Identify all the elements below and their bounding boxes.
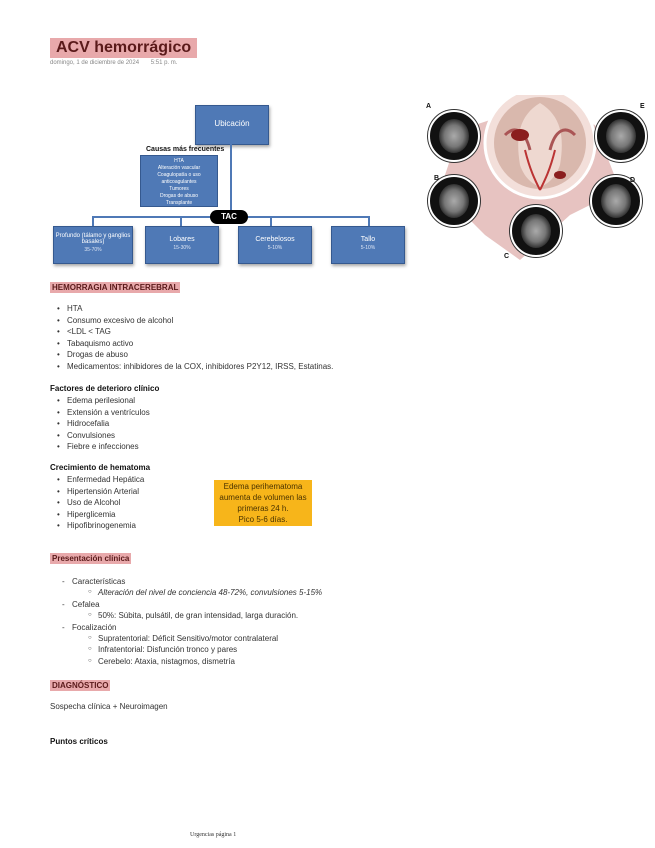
list-item: Hipertensión Arterial bbox=[55, 486, 144, 498]
sub-list: 50%: Súbita, pulsátil, de gran intensida… bbox=[72, 610, 322, 622]
list-item: <LDL < TAG bbox=[55, 326, 333, 338]
page-footer: Urgencias página 1 bbox=[190, 832, 237, 838]
crecimiento-heading: Crecimiento de hematoma bbox=[50, 463, 151, 472]
location-box-tallo: Tallo 5-10% bbox=[331, 226, 405, 264]
list-item: Características Alteración del nivel de … bbox=[62, 576, 322, 599]
list-item: Focalización Supratentorial: Déficit Sen… bbox=[62, 622, 322, 668]
list-item: Hipofibrinogenemia bbox=[55, 520, 144, 532]
sub-list-item: Supratentorial: Déficit Sensitivo/motor … bbox=[88, 633, 322, 645]
list-item: Fiebre e infecciones bbox=[55, 441, 150, 453]
scan-letter-d: D bbox=[630, 177, 636, 184]
puntos-criticos-heading: Puntos críticos bbox=[50, 737, 108, 746]
sub-list-item: Alteración del nivel de conciencia 48-72… bbox=[88, 587, 322, 599]
ct-scan-c bbox=[510, 205, 562, 257]
diagram-connector bbox=[92, 216, 94, 226]
deterioro-list: Edema perilesional Extensión a ventrícul… bbox=[55, 395, 150, 453]
sub-list: Alteración del nivel de conciencia 48-72… bbox=[72, 587, 322, 599]
deterioro-heading: Factores de deterioro clínico bbox=[50, 384, 160, 393]
brain-hemorrhage-figure: A B C D E bbox=[420, 95, 650, 265]
ct-scan-e bbox=[595, 110, 647, 162]
list-item: Convulsiones bbox=[55, 430, 150, 442]
section-presentacion-heading: Presentación clínica bbox=[50, 553, 132, 564]
location-box-cerebelosos: Cerebelosos 5-10% bbox=[238, 226, 312, 264]
causes-title: Causas más frecuentes bbox=[146, 146, 225, 153]
location-pct: 5-10% bbox=[360, 245, 376, 251]
list-item: Hiperglicemia bbox=[55, 509, 144, 521]
location-pct: 5-10% bbox=[267, 245, 283, 251]
location-label: Lobares bbox=[169, 236, 195, 243]
edema-note: Edema perihematoma aumenta de volumen la… bbox=[214, 480, 312, 526]
diagram-connector bbox=[270, 216, 272, 226]
note-line: Pico 5-6 días. bbox=[238, 515, 288, 524]
diagram-connector bbox=[368, 216, 370, 226]
location-box-lobares: Lobares 15-30% bbox=[145, 226, 219, 264]
list-item: Consumo excesivo de alcohol bbox=[55, 315, 333, 327]
list-item: Edema perilesional bbox=[55, 395, 150, 407]
list-item: Cefalea 50%: Súbita, pulsátil, de gran i… bbox=[62, 599, 322, 622]
scan-letter-c: C bbox=[504, 253, 510, 260]
cause-item: Drogas de abuso bbox=[159, 193, 199, 199]
cefalea-label: Cefalea bbox=[72, 599, 100, 609]
cause-item: Alteración vascular bbox=[157, 165, 201, 171]
section-diagnostico-heading: DIAGNÓSTICO bbox=[50, 680, 111, 691]
cause-item: Tumores bbox=[169, 186, 189, 192]
brain-illustration bbox=[440, 95, 620, 260]
list-item: Extensión a ventrículos bbox=[55, 407, 150, 419]
cause-item: Transplante bbox=[165, 200, 193, 206]
sub-list: Supratentorial: Déficit Sensitivo/motor … bbox=[72, 633, 322, 668]
note-line: primeras 24 h. bbox=[237, 504, 289, 513]
location-label: Cerebelosos bbox=[255, 236, 295, 243]
hemorragia-list: HTA Consumo excesivo de alcohol <LDL < T… bbox=[55, 303, 333, 373]
page-meta: domingo, 1 de diciembre de 2024 5:51 p. … bbox=[50, 60, 187, 66]
diagnostico-text: Sospecha clínica + Neuroimagen bbox=[50, 702, 168, 711]
location-pct: 15-30% bbox=[173, 245, 191, 251]
scan-letter-a: A bbox=[426, 103, 432, 110]
scan-letter-e: E bbox=[640, 103, 645, 110]
list-item: Medicamentos: inhibidores de la COX, inh… bbox=[55, 361, 333, 373]
sub-list-item: Infratentorial: Disfunción tronco y pare… bbox=[88, 644, 322, 656]
cause-item: HTA bbox=[174, 158, 184, 164]
scan-letter-b: B bbox=[434, 175, 440, 182]
page-time: 5:51 p. m. bbox=[150, 60, 178, 66]
diagram-connector bbox=[230, 143, 232, 213]
list-item: Hidrocefalia bbox=[55, 418, 150, 430]
list-item: Drogas de abuso bbox=[55, 349, 333, 361]
location-label: Profundo (tálamo y ganglios basales) bbox=[55, 233, 131, 245]
cause-item: Coagulopatía o uso anticoagulantes bbox=[157, 172, 201, 185]
list-item: Uso de Alcohol bbox=[55, 497, 144, 509]
diagram-connector bbox=[180, 216, 182, 226]
focalizacion-label: Focalización bbox=[72, 622, 117, 632]
page-date: domingo, 1 de diciembre de 2024 bbox=[50, 60, 140, 66]
location-top-label: Ubicación bbox=[214, 119, 250, 128]
sub-list-item: Cerebelo: Ataxia, nistagmos, dismetría bbox=[88, 656, 322, 668]
presentacion-list: Características Alteración del nivel de … bbox=[62, 576, 322, 668]
ct-scan-b bbox=[428, 175, 480, 227]
sub-list-item: 50%: Súbita, pulsátil, de gran intensida… bbox=[88, 610, 322, 622]
crecimiento-list: Enfermedad Hepática Hipertensión Arteria… bbox=[55, 474, 144, 532]
list-item: Enfermedad Hepática bbox=[55, 474, 144, 486]
list-item: HTA bbox=[55, 303, 333, 315]
list-item: Tabaquismo activo bbox=[55, 338, 333, 350]
note-line: Edema perihematoma bbox=[223, 482, 303, 491]
causes-box: HTA Alteración vascular Coagulopatía o u… bbox=[140, 155, 218, 207]
page-title: ACV hemorrágico bbox=[50, 38, 198, 58]
ct-scan-a bbox=[428, 110, 480, 162]
location-box-profundo: Profundo (tálamo y ganglios basales) 35-… bbox=[53, 226, 133, 264]
ct-scan-d bbox=[590, 175, 642, 227]
location-pct: 35-70% bbox=[84, 247, 102, 253]
location-top-box: Ubicación bbox=[195, 105, 269, 145]
tac-label: TAC bbox=[210, 210, 248, 224]
note-line: aumenta de volumen las bbox=[219, 493, 307, 502]
caracteristicas-label: Características bbox=[72, 577, 126, 586]
section-hemorragia-heading: HEMORRAGIA INTRACEREBRAL bbox=[50, 282, 181, 293]
location-label: Tallo bbox=[360, 236, 376, 243]
